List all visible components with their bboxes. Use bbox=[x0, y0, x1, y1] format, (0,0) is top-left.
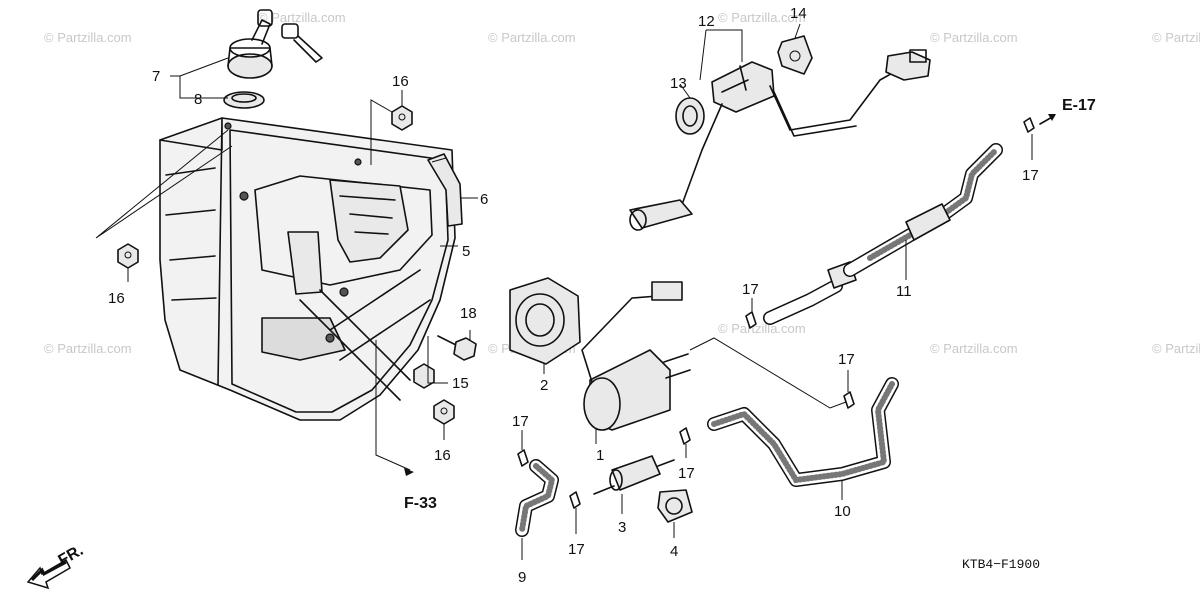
lock-plate-14 bbox=[777, 35, 813, 75]
callout-13: 13 bbox=[670, 75, 687, 92]
vent-tube-6 bbox=[427, 153, 463, 227]
f33-arrow bbox=[404, 468, 414, 476]
fuel-cap bbox=[227, 9, 323, 79]
fuel-pump-bracket-2 bbox=[509, 277, 581, 374]
watermark: © Partzilla.com bbox=[718, 321, 806, 336]
fuel-tank bbox=[159, 117, 456, 421]
callout-16: 16 bbox=[108, 290, 125, 307]
front-arrow-icon: FR. bbox=[26, 542, 86, 590]
callouts: 1 2 3 4 5 6 7 8 9 10 11 12 13 14 15 16 1… bbox=[108, 5, 1039, 586]
fuel-filter-3 bbox=[593, 455, 675, 514]
nut-16-top bbox=[391, 105, 413, 131]
callout-7: 7 bbox=[152, 68, 160, 85]
callout-15: 15 bbox=[452, 375, 469, 392]
leader-lines bbox=[95, 57, 478, 471]
watermark: © Partzilla.com bbox=[930, 30, 1018, 45]
callout-17: 17 bbox=[838, 351, 855, 368]
ref-f33: F-33 bbox=[404, 495, 437, 512]
bolt-18 bbox=[437, 335, 477, 361]
watermark: © Partzilla.com bbox=[930, 341, 1018, 356]
callout-2: 2 bbox=[540, 377, 548, 394]
callout-16: 16 bbox=[434, 447, 451, 464]
leader-lines bbox=[689, 337, 847, 409]
watermark: © Partzilla.com bbox=[44, 341, 132, 356]
filter-clamp-4 bbox=[657, 489, 693, 538]
diagram-code: KTB4−F1900 bbox=[962, 557, 1040, 572]
watermark: © Partzilla.com bbox=[1152, 341, 1200, 356]
callout-14: 14 bbox=[790, 5, 807, 22]
nut-16-bottom bbox=[433, 399, 455, 425]
watermark: © Partzilla.com bbox=[44, 30, 132, 45]
leader-lines bbox=[679, 23, 801, 99]
callout-18: 18 bbox=[460, 305, 477, 322]
callout-17: 17 bbox=[512, 413, 529, 430]
watermark: © Partzilla.com bbox=[1152, 30, 1200, 45]
callout-16: 16 bbox=[392, 73, 409, 90]
callout-3: 3 bbox=[618, 519, 626, 536]
nut-15 bbox=[413, 363, 435, 389]
fuel-level-sensor bbox=[629, 49, 931, 231]
fuel-pump-1 bbox=[581, 281, 691, 444]
clips-17 bbox=[517, 117, 1035, 534]
callout-6: 6 bbox=[480, 191, 488, 208]
cap-gasket bbox=[223, 91, 265, 109]
callout-4: 4 bbox=[670, 543, 678, 560]
callout-12: 12 bbox=[698, 13, 715, 30]
e17-arrow bbox=[1039, 114, 1056, 125]
nut-16-left bbox=[117, 243, 139, 269]
watermark: © Partzilla.com bbox=[488, 30, 576, 45]
callout-11: 11 bbox=[896, 283, 912, 300]
sensor-gasket-13 bbox=[675, 97, 705, 135]
ref-e17: E-17 bbox=[1062, 97, 1096, 114]
callout-17: 17 bbox=[678, 465, 695, 482]
callout-17: 17 bbox=[742, 281, 759, 298]
callout-5: 5 bbox=[462, 243, 470, 260]
hose-11 bbox=[763, 143, 1003, 325]
hose-9 bbox=[515, 459, 559, 560]
callout-17: 17 bbox=[568, 541, 585, 558]
callout-8: 8 bbox=[194, 91, 202, 108]
watermark: © Partzilla.com bbox=[718, 10, 806, 25]
hose-10 bbox=[707, 377, 899, 500]
callout-17: 17 bbox=[1022, 167, 1039, 184]
watermark: © Partzilla.com bbox=[258, 10, 346, 25]
callout-9: 9 bbox=[518, 569, 526, 586]
callout-1: 1 bbox=[596, 447, 604, 464]
callout-10: 10 bbox=[834, 503, 851, 520]
